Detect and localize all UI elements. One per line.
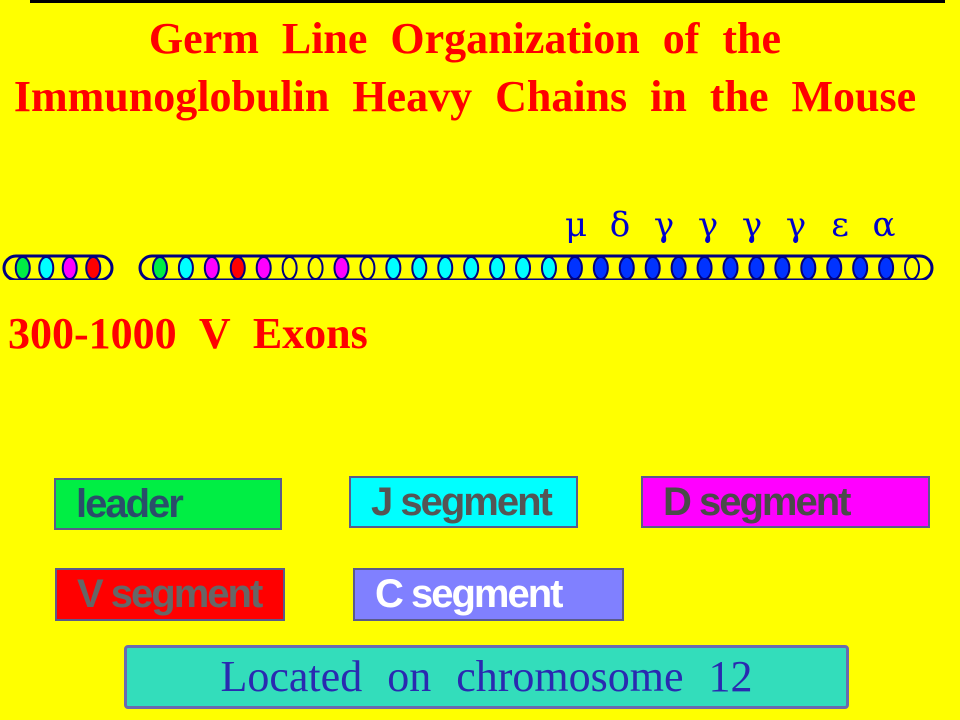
chromosome-long-piece-segment-d-segment [333, 256, 350, 280]
constant-gene-label: ε [831, 205, 849, 245]
chromosome-short-piece-segment-leader [14, 256, 31, 280]
chromosome-long-piece-segment-v-segment [229, 256, 246, 280]
v-exons-label: 300-1000 V Exons [8, 309, 368, 358]
chromosome-long-piece-segment-j-segment [463, 256, 480, 280]
legend-c-segment: C segment [353, 568, 624, 621]
top-rule [30, 0, 945, 3]
chromosome-long-piece-segment-j-segment [515, 256, 532, 280]
chromosome-long-piece-segment-j-segment [489, 256, 506, 280]
chromosome-long-piece-segment-spacer [307, 256, 324, 280]
chromosome-long-piece-segment-c-segment [774, 256, 791, 280]
chromosome-long-piece-segment-c-segment [878, 256, 895, 280]
chromosome-short-piece-segment-v-segment [85, 256, 102, 280]
chromosome-long-piece-segment-j-segment [177, 256, 194, 280]
chromosome-long-piece-segment-c-segment [826, 256, 843, 280]
chromosome-short-piece [2, 254, 114, 280]
legend-leader: leader [54, 478, 282, 530]
chromosome-long-piece-segment-c-segment [852, 256, 869, 280]
constant-gene-label: δ [610, 205, 630, 245]
chromosome-long-piece-segment-c-segment [800, 256, 817, 280]
chromosome-location-box: Located on chromosome 12 [124, 645, 849, 709]
legend-v-segment: V segment [55, 568, 285, 621]
chromosome-long-piece-segment-spacer [281, 256, 298, 280]
chromosome-long-piece-segment-c-segment [566, 256, 583, 280]
constant-gene-label: α [873, 205, 896, 245]
chromosome-long-piece-segment-d-segment [203, 256, 220, 280]
chromosome-long-piece-segment-d-segment [255, 256, 272, 280]
chromosome-long-piece-segment-j-segment [540, 256, 557, 280]
legend-j-segment: J segment [349, 476, 578, 528]
chromosome-long-piece-segment-c-segment [644, 256, 661, 280]
chromosome-long-piece-segment-c-segment [748, 256, 765, 280]
slide-title: Germ Line Organization of the Immunoglob… [13, 14, 917, 121]
chromosome-long-piece-segment-c-segment [670, 256, 687, 280]
constant-gene-label: μ [565, 205, 587, 245]
chromosome-short-piece-segment-d-segment [61, 256, 78, 280]
chromosome-long-piece-segment-c-segment [592, 256, 609, 280]
constant-gene-label: γ [654, 205, 674, 245]
chromosome-long-piece-segment-leader [151, 256, 168, 280]
legend-d-segment: D segment [641, 476, 930, 528]
constant-gene-label: γ [698, 205, 718, 245]
chromosome-long-piece-segment-spacer [359, 256, 376, 280]
constant-gene-label: γ [786, 205, 806, 245]
chromosome-long-piece-segment-j-segment [385, 256, 402, 280]
chromosome-long-piece-segment-c-segment [618, 256, 635, 280]
constant-gene-label: γ [742, 205, 762, 245]
chromosome-long-piece-segment-c-segment [722, 256, 739, 280]
chromosome-long-piece-segment-spacer [904, 256, 921, 280]
chromosome-long-piece-segment-j-segment [411, 256, 428, 280]
chromosome-long-piece-segment-j-segment [437, 256, 454, 280]
chromosome-long-piece-segment-c-segment [696, 256, 713, 280]
chromosome-short-piece-segment-j-segment [38, 256, 55, 280]
